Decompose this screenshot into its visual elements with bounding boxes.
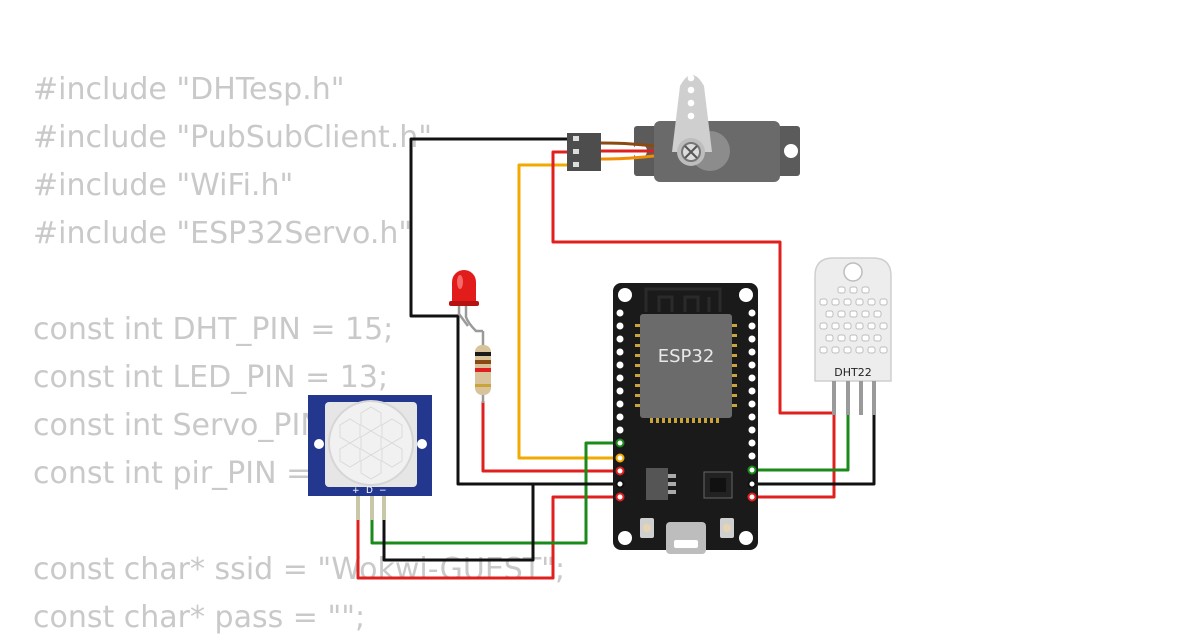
- pir-motion-sensor[interactable]: + D −: [308, 395, 432, 520]
- dht22-grille: [819, 286, 888, 354]
- wire-pir-data[interactable]: [370, 441, 622, 545]
- servo-motor[interactable]: [567, 74, 800, 182]
- wire-dht-data[interactable]: [750, 413, 850, 472]
- code-line-3: #include "WiFi.h": [33, 168, 294, 203]
- esp32-module: [640, 314, 732, 418]
- pir-fresnel-pattern: [339, 406, 403, 480]
- servo-mount-hole-right: [784, 144, 798, 158]
- esp32-module-pads: [635, 324, 737, 423]
- wire-servo-gnd[interactable]: [409, 137, 622, 486]
- code-line-12: const char* pass = "";: [33, 600, 366, 635]
- led-body: [452, 270, 476, 304]
- esp32-label: ESP32: [658, 346, 715, 367]
- pir-dome: [328, 400, 414, 486]
- led-leg-anode: [464, 300, 483, 333]
- code-line-6: const int DHT_PIN = 15;: [33, 312, 394, 347]
- code-line-1: #include "DHTesp.h": [33, 72, 345, 107]
- esp32-usb-port: [666, 522, 706, 554]
- code-line-9: const int pir_PIN =: [33, 456, 312, 491]
- esp32-devkit[interactable]: ESP32: [613, 283, 758, 554]
- wire-pir-vcc[interactable]: [356, 495, 622, 580]
- wires: [356, 137, 876, 580]
- led-red[interactable]: [449, 270, 483, 333]
- code-line-4: #include "ESP32Servo.h": [33, 216, 413, 251]
- code-line-7: const int LED_PIN = 13;: [33, 360, 389, 395]
- pir-pin-d-label: D: [366, 486, 373, 496]
- wire-led-resistor[interactable]: [481, 400, 622, 473]
- wire-dht-gnd[interactable]: [750, 413, 876, 486]
- resistor[interactable]: [475, 331, 491, 403]
- servo-connector: [567, 133, 601, 171]
- dht22-label: DHT22: [834, 366, 871, 379]
- wire-servo-signal[interactable]: [517, 163, 622, 460]
- dht22-sensor[interactable]: DHT22: [814, 257, 892, 415]
- esp32-left-header: [615, 309, 625, 502]
- code-line-2: #include "PubSubClient.h": [33, 120, 433, 155]
- esp32-antenna: [644, 287, 722, 312]
- esp32-regulator: [646, 468, 668, 500]
- esp32-right-header: [747, 309, 757, 502]
- pir-pin-plus-label: +: [352, 486, 360, 496]
- pir-pin-minus-label: −: [379, 486, 387, 496]
- wire-pir-gnd[interactable]: [382, 482, 622, 562]
- servo-screw-icon: [684, 145, 698, 159]
- code-line-8: const int Servo_PIN: [33, 408, 323, 443]
